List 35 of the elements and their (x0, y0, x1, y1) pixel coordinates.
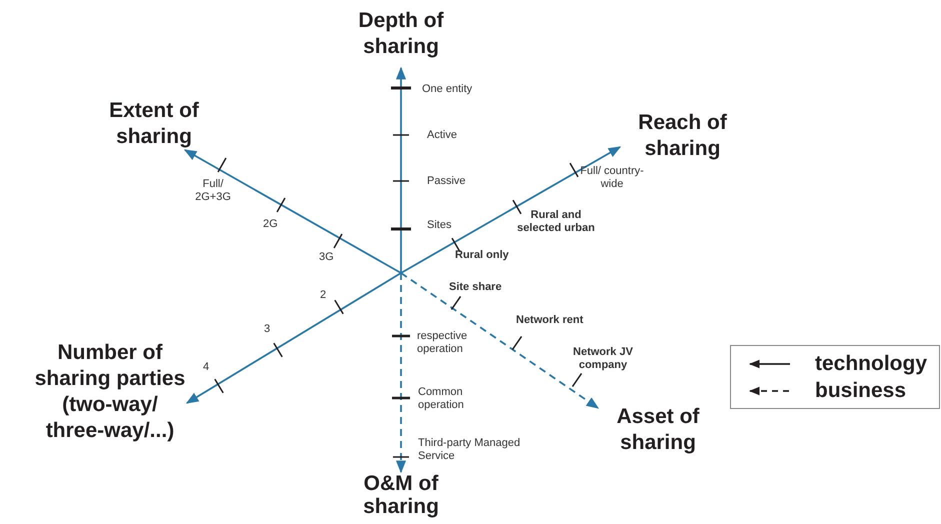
tick-label: Rural only (455, 249, 510, 262)
tick-label: Active (427, 129, 458, 142)
axis-arrow (184, 149, 402, 274)
tick-label: 3G (319, 251, 335, 264)
axis-title: Number of (58, 340, 162, 366)
axis-title: O&M of sharing (362, 472, 440, 518)
tick-label: 2 (320, 289, 328, 302)
axis-title: Extent of sharing (108, 98, 200, 150)
axis-title: Asset of sharing (616, 404, 700, 456)
tick-label: Passive (427, 175, 467, 188)
axis-arrow (400, 272, 600, 409)
tick-label: Third-party Managed Service (418, 437, 522, 463)
axis-title: sharing parties (34, 366, 186, 392)
axis-arrow (186, 272, 402, 404)
legend-label: technology (815, 350, 928, 376)
axis-arrow (400, 146, 622, 274)
tick-label: 3 (264, 323, 272, 336)
axis-title: Depth of sharing (357, 8, 445, 60)
axis-title: (two-way/ three-way/...) (44, 392, 176, 444)
tick-label: Network rent (516, 314, 584, 327)
tick-label: 2G (263, 218, 279, 231)
legend-label: business (815, 378, 906, 404)
tick-label: Sites (427, 219, 452, 232)
axis-title: Reach of sharing (637, 110, 728, 162)
tick-label: Full/ country-wide (579, 165, 645, 191)
tick-label: Rural and selected urban (516, 209, 596, 235)
tick-label: respective operation (417, 330, 468, 356)
axis-arrow (396, 66, 406, 273)
axis-arrow (396, 273, 406, 474)
tick-label: Full/ 2G+3G (194, 178, 232, 204)
tick-label: One entity (422, 83, 474, 96)
tick-label: Network JV company (572, 346, 634, 372)
tick-label: 4 (203, 361, 210, 374)
tick-label: Site share (449, 281, 503, 294)
tick-label: Common operation (418, 386, 465, 412)
